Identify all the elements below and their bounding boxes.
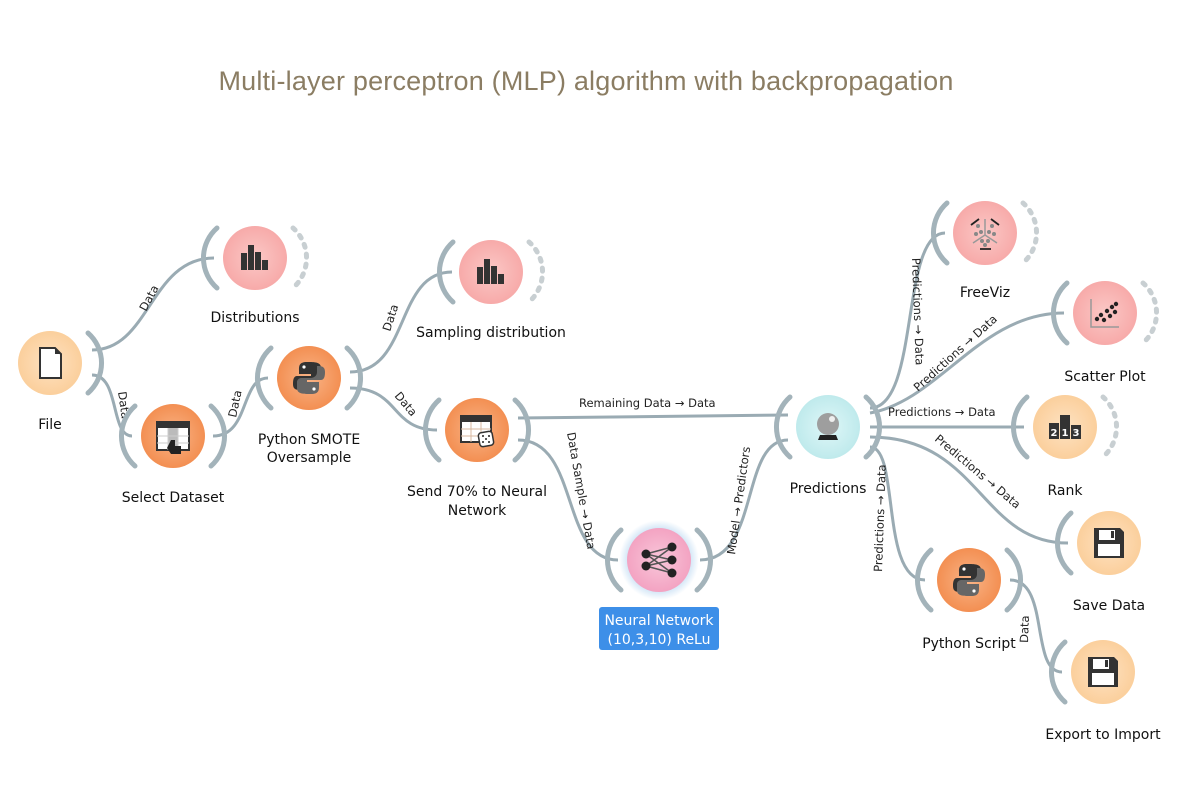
output-anchor[interactable]	[863, 394, 882, 460]
neural-network-icon	[641, 542, 677, 578]
node-export-to-import[interactable]: Export to Import	[1045, 639, 1161, 743]
file-icon	[39, 347, 62, 379]
link-predictions-savedata[interactable]	[869, 435, 1069, 545]
node-label: Python Script	[922, 636, 1016, 652]
node-label: Python SMOTE	[258, 432, 360, 448]
output-anchor[interactable]	[512, 397, 531, 463]
output-anchor[interactable]	[344, 345, 363, 411]
node-label[interactable]: Neural Network	[604, 613, 714, 629]
output-anchor[interactable]	[694, 527, 713, 593]
link-file-distributions[interactable]	[91, 256, 215, 352]
output-anchor[interactable]	[1004, 547, 1023, 613]
table-select-icon	[156, 421, 190, 454]
node-label: Export to Import	[1045, 727, 1161, 743]
node-label: Oversample	[267, 450, 352, 466]
svg-text:2: 2	[1051, 428, 1058, 439]
node-label: Predictions	[790, 481, 867, 497]
input-anchor[interactable]	[437, 239, 456, 305]
node-label: Rank	[1048, 483, 1084, 499]
link-predictions-scatterplot[interactable]	[869, 311, 1065, 415]
node-label: Scatter Plot	[1064, 369, 1146, 385]
output-anchor[interactable]	[1020, 200, 1039, 266]
freeviz-icon	[970, 218, 1000, 250]
svg-text:3: 3	[1073, 428, 1080, 439]
scatter-plot-icon	[1090, 299, 1119, 328]
python-icon	[293, 362, 325, 394]
link-label: Data	[1017, 615, 1032, 643]
node-distributions[interactable]: Distributions	[201, 225, 309, 326]
link-label: Predictions → Data	[888, 405, 996, 419]
input-anchor[interactable]	[201, 225, 220, 291]
link-label: Remaining Data → Data	[579, 396, 716, 410]
data-sampler-icon	[460, 415, 495, 448]
crystal-ball-icon	[817, 413, 839, 440]
rank-podium-icon: 2 1 3	[1049, 415, 1081, 439]
node-label: File	[38, 417, 61, 433]
link-predictions-pythonscript[interactable]	[869, 445, 926, 582]
node-python-script[interactable]: Python Script	[915, 547, 1023, 652]
link-send70-predictions[interactable]	[517, 413, 789, 420]
node-label: Select Dataset	[122, 490, 225, 506]
input-anchor[interactable]	[605, 527, 624, 593]
node-scatter-plot[interactable]: Scatter Plot	[1051, 280, 1159, 385]
output-anchor[interactable]	[1140, 280, 1159, 346]
link-send70-neuralnet[interactable]	[517, 438, 619, 562]
node-body[interactable]	[1073, 281, 1137, 345]
node-predictions[interactable]: Predictions	[774, 394, 882, 497]
node-select-dataset[interactable]: Select Dataset	[119, 403, 227, 506]
bar-chart-icon	[477, 259, 504, 284]
node-freeviz[interactable]: FreeViz	[931, 200, 1039, 301]
input-anchor[interactable]	[255, 345, 274, 411]
node-label[interactable]: (10,3,10) ReLu	[608, 632, 711, 648]
bar-chart-icon	[241, 245, 268, 270]
svg-text:1: 1	[1062, 428, 1069, 439]
output-anchor[interactable]	[208, 403, 227, 469]
selected-label-background	[599, 607, 719, 650]
node-save-data[interactable]: Save Data	[1055, 510, 1145, 614]
node-label: Distributions	[211, 310, 300, 326]
node-rank[interactable]: 2 1 3 Rank	[1011, 394, 1119, 499]
floppy-disk-icon	[1088, 657, 1118, 687]
node-label: Send 70% to Neural	[407, 484, 547, 500]
input-anchor[interactable]	[774, 394, 793, 460]
link-label: Data	[225, 389, 244, 419]
node-body[interactable]	[627, 528, 691, 592]
link-label: Data	[136, 283, 161, 314]
node-send-70[interactable]: Send 70% to Neural Network	[407, 397, 547, 519]
link-neuralnet-predictions[interactable]	[699, 438, 789, 562]
output-anchor[interactable]	[1100, 394, 1119, 460]
link-label: Data	[392, 389, 420, 419]
python-icon	[953, 564, 985, 596]
input-anchor[interactable]	[119, 403, 138, 469]
input-anchor[interactable]	[423, 397, 442, 463]
node-file[interactable]: File	[18, 330, 104, 433]
workflow-title: Multi-layer perceptron (MLP) algorithm w…	[218, 66, 954, 96]
output-anchor[interactable]	[526, 239, 545, 305]
floppy-disk-icon	[1094, 528, 1124, 558]
node-label: Network	[448, 503, 507, 519]
input-anchor[interactable]	[915, 547, 934, 613]
node-label: Save Data	[1073, 598, 1145, 614]
node-label: Sampling distribution	[416, 325, 566, 341]
link-label: Predictions → Data	[871, 464, 889, 572]
input-anchor[interactable]	[1049, 639, 1068, 705]
output-anchor[interactable]	[290, 225, 309, 291]
node-sampling-distribution[interactable]: Sampling distribution	[416, 239, 566, 341]
input-anchor[interactable]	[931, 200, 950, 266]
output-anchor[interactable]	[85, 330, 104, 396]
link-label: Predictions → Data	[909, 258, 927, 366]
link-smote-sampling[interactable]	[349, 270, 453, 374]
input-anchor[interactable]	[1011, 394, 1030, 460]
node-neural-network[interactable]: Neural Network (10,3,10) ReLu	[599, 520, 719, 650]
link-label: Predictions → Data	[932, 432, 1023, 512]
input-anchor[interactable]	[1051, 280, 1070, 346]
node-python-smote[interactable]: Python SMOTE Oversample	[255, 345, 363, 466]
input-anchor[interactable]	[1055, 510, 1074, 576]
node-label: FreeViz	[960, 285, 1010, 301]
link-predictions-freeviz[interactable]	[869, 231, 946, 410]
